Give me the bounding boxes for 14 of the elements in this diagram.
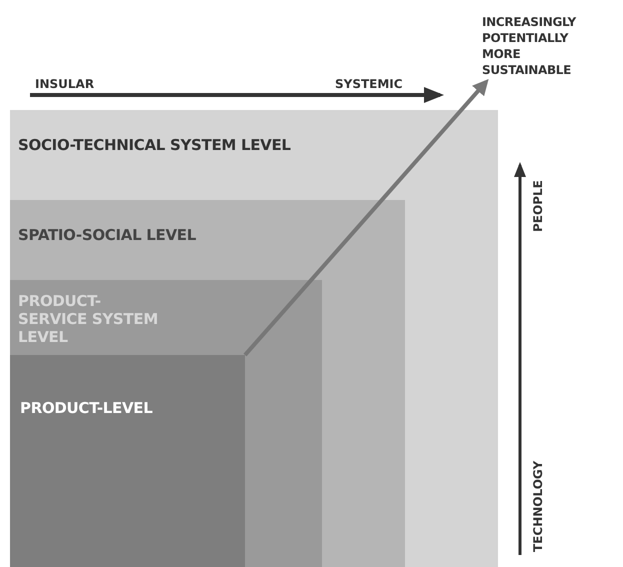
axis-label: PEOPLE bbox=[531, 180, 545, 232]
axis-label: TECHNOLOGY bbox=[531, 460, 545, 552]
level-band bbox=[10, 200, 405, 567]
arrow bbox=[244, 79, 489, 356]
level-band bbox=[10, 110, 498, 567]
outcome-label: INCREASINGLY POTENTIALLY MORE SUSTAINABLE bbox=[482, 14, 578, 78]
level-title: SOCIO-TECHNICAL SYSTEM LEVEL bbox=[18, 136, 291, 154]
level-title: PRODUCT-LEVEL bbox=[20, 399, 153, 417]
level-title: SPATIO-SOCIAL LEVEL bbox=[18, 226, 196, 244]
level-box bbox=[10, 355, 245, 567]
level-band bbox=[10, 280, 322, 567]
axis-label: INSULAR bbox=[35, 77, 94, 91]
axis-label: SYSTEMIC bbox=[335, 77, 403, 91]
level-title: PRODUCT-SERVICE SYSTEM LEVEL bbox=[18, 292, 159, 346]
